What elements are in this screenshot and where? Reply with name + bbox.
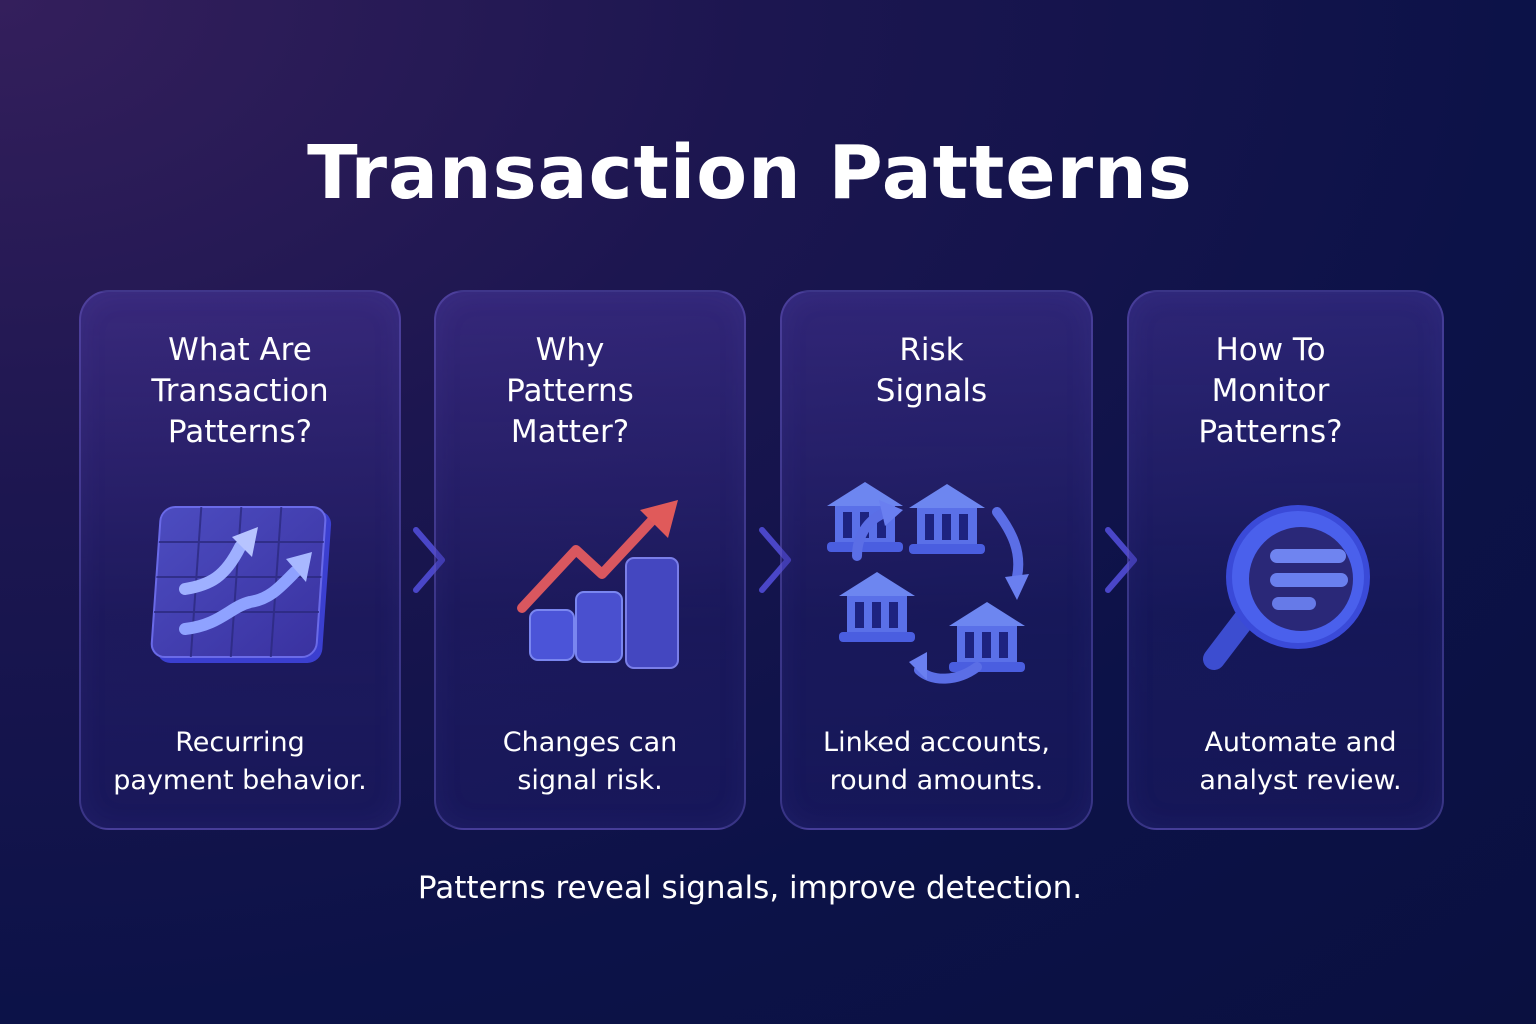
chart-grid-trend-icon xyxy=(81,482,399,692)
card-risk-signals: Risk Signals Linked accounts, round amou… xyxy=(780,290,1093,830)
chevron-right-icon xyxy=(413,527,445,593)
card-description: Changes can signal risk. xyxy=(502,727,678,796)
chevron-right-icon xyxy=(1105,527,1137,593)
card-heading: What Are Transaction Patterns? xyxy=(151,332,329,450)
card-heading: Risk Signals xyxy=(875,332,988,409)
magnifier-list-icon xyxy=(1129,482,1442,692)
card-description: Linked accounts, round amounts. xyxy=(823,727,1050,796)
card-heading: Why Patterns Matter? xyxy=(506,332,634,450)
card-heading: How To Monitor Patterns? xyxy=(1198,332,1343,450)
bar-chart-rising-arrow-icon xyxy=(436,482,744,692)
card-how-to-monitor: How To Monitor Patterns? Automate and an… xyxy=(1127,290,1444,830)
footer-caption: Patterns reveal signals, improve detecti… xyxy=(417,870,1083,906)
bank-cycle-icon xyxy=(782,482,1091,692)
card-description: Automate and analyst review. xyxy=(1199,727,1402,796)
card-description: Recurring payment behavior. xyxy=(113,727,367,796)
chevron-right-icon xyxy=(759,527,791,593)
card-what-are-patterns: What Are Transaction Patterns? xyxy=(79,290,401,830)
page-title: Transaction Patterns xyxy=(307,130,1193,216)
card-why-patterns-matter: Why Patterns Matter? Changes can signal … xyxy=(434,290,746,830)
